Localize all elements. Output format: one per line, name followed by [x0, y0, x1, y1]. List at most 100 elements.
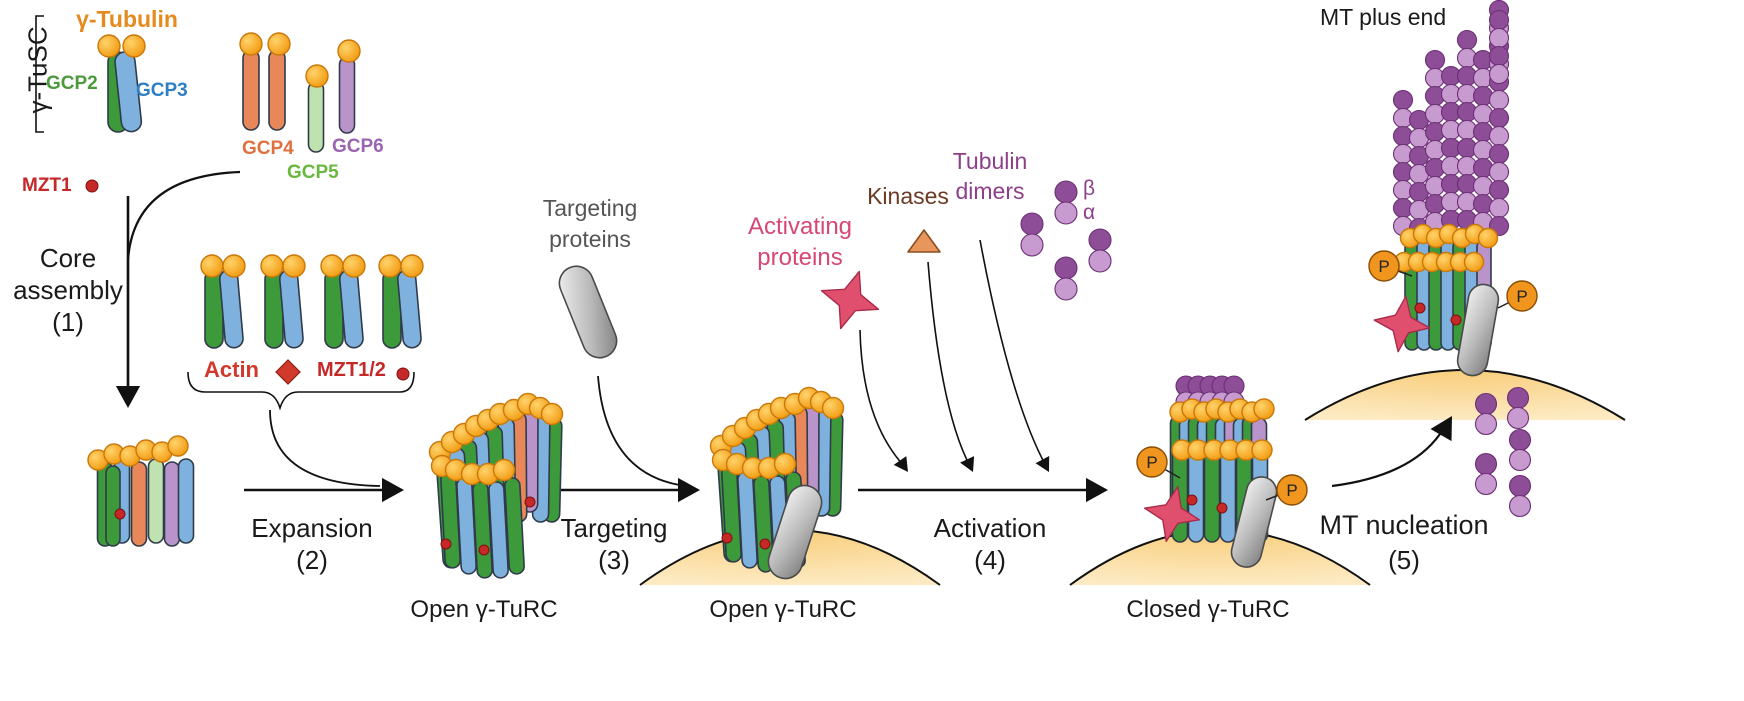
gamma-tubulin-label: γ-Tubulin [76, 6, 178, 32]
mzt1-label: MZT1 [22, 175, 72, 196]
arrowhead [1035, 456, 1050, 472]
targeting-arrow [550, 477, 700, 503]
arrowhead [1430, 416, 1452, 442]
mzt-dot [1186, 494, 1198, 506]
mt-phosphate-1 [1368, 250, 1400, 282]
arrow-shaft [859, 329, 905, 467]
mt-plus-end-label: MT plus end [1320, 4, 1447, 30]
mt-tubulin [1424, 49, 1446, 71]
dimer-arrow [979, 239, 1050, 472]
expansion-arrow [244, 477, 404, 503]
expansion-label: Expansion [251, 513, 373, 543]
gamma-tubulin-ball [400, 254, 424, 278]
mt-plus-end-tubulin [1488, 27, 1510, 49]
arrowhead [1086, 477, 1108, 503]
tubulin-dimer-alpha [1474, 472, 1498, 496]
free-targeting-protein [558, 265, 618, 359]
mt-nucleation-label: MT nucleation [1319, 510, 1489, 540]
brace [187, 371, 415, 411]
gcp6-label: GCP6 [332, 136, 384, 157]
gamma-tubulin-ball [492, 458, 516, 482]
open-turc-1 [428, 392, 564, 579]
gamma-tubulin-ball [267, 32, 291, 56]
mzt-dot [759, 538, 771, 550]
closed-phosphate-1 [1136, 446, 1168, 478]
gamma-tubulin-ball [260, 254, 284, 278]
tubulin-dimer-beta [1054, 180, 1078, 204]
core-gcp-rod [177, 458, 195, 544]
core-assembly-number: (1) [52, 307, 84, 337]
phosphate-letter: P [1516, 287, 1527, 306]
gamma-tubulin-ball [540, 402, 564, 426]
mt-tubulin [1488, 143, 1510, 165]
tubulin-dimer-beta [1508, 474, 1532, 498]
activation-label: Activation [933, 513, 1047, 543]
activating-proteins-label-2: proteins [757, 244, 843, 271]
arrow-shaft [269, 409, 381, 487]
arrow-shaft [927, 261, 971, 467]
gamma-tubulin-ball [282, 254, 306, 278]
gamma-tubulin-ball [821, 396, 845, 420]
gamma-tubulin-ball [378, 254, 402, 278]
closed-targeting-protein [1230, 476, 1278, 568]
mzt-dot [721, 532, 733, 544]
gamma-tubulin-ball [1253, 398, 1275, 420]
targeting-proteins-label-2: proteins [549, 226, 631, 252]
arrow-shaft [979, 239, 1047, 467]
gamma-tubulin-ball [1463, 251, 1485, 273]
gcp456-components [239, 32, 361, 153]
gcp2-label: GCP2 [46, 73, 98, 94]
gamma-tubulin-ball [122, 34, 146, 58]
tubulin-dimer-alpha [1508, 448, 1532, 472]
free-activating-protein [820, 270, 880, 330]
mt-nucleation-number: (5) [1388, 545, 1420, 575]
closed-turc: PP [1136, 375, 1308, 568]
core-gcp-rod [130, 461, 148, 547]
targeting-merge-arrow [597, 375, 687, 487]
mt-tubulin [1392, 89, 1414, 111]
open-turc-caption-2: Open γ-TuRC [709, 596, 857, 623]
tubulin-dimer-alpha [1474, 412, 1498, 436]
alpha-label: α [1083, 201, 1096, 224]
mt-tubulin [1488, 107, 1510, 129]
core-gcp-rod [147, 458, 165, 544]
mt-phosphate-2 [1506, 280, 1538, 312]
arrowhead [960, 456, 975, 472]
nucleation-arrow [1331, 416, 1452, 488]
actin-diamond [275, 359, 301, 385]
targeting-proteins-label-1: Targeting [542, 195, 638, 221]
targeting-number: (3) [598, 545, 630, 575]
gamma-tubulin-ball [337, 39, 361, 63]
closed-turc-caption: Closed γ-TuRC [1126, 596, 1290, 623]
mt-tubulin [1488, 179, 1510, 201]
mzt-dot [478, 544, 490, 556]
mzt-dot [440, 538, 452, 550]
core-assembly-label-2: assembly [13, 275, 123, 305]
gtusc-complex [97, 34, 146, 133]
core-complex [87, 435, 195, 547]
gamma-tubulin-ball [1477, 227, 1499, 249]
mt-plus-end-tubulin [1488, 45, 1510, 67]
mt-tubulin [1488, 89, 1510, 111]
core-gcp-rod [163, 461, 181, 547]
closed-activating-protein [1143, 485, 1201, 543]
open-turc-caption-1: Open γ-TuRC [410, 596, 558, 623]
gcp4-label: GCP4 [242, 138, 294, 159]
bound-targeting-protein [767, 484, 823, 580]
gtusc-bracket [35, 15, 44, 133]
tubulin-dimer-alpha [1020, 233, 1044, 257]
core-gcp2-front [105, 465, 121, 547]
mzt-dot [1414, 302, 1426, 314]
open-turc-2 [709, 386, 845, 580]
tubulin-dimer-beta [1088, 228, 1112, 252]
mt-tubulin [1488, 125, 1510, 147]
gcp6-rod [338, 56, 356, 134]
microtubule: PP [1368, 0, 1538, 377]
closed-phosphate-2 [1276, 474, 1308, 506]
tubulin-dimer-beta [1474, 452, 1498, 476]
tubulin-dimer-alpha [1506, 406, 1530, 430]
actin-label: Actin [204, 357, 259, 382]
gcp5-rod [307, 81, 325, 153]
